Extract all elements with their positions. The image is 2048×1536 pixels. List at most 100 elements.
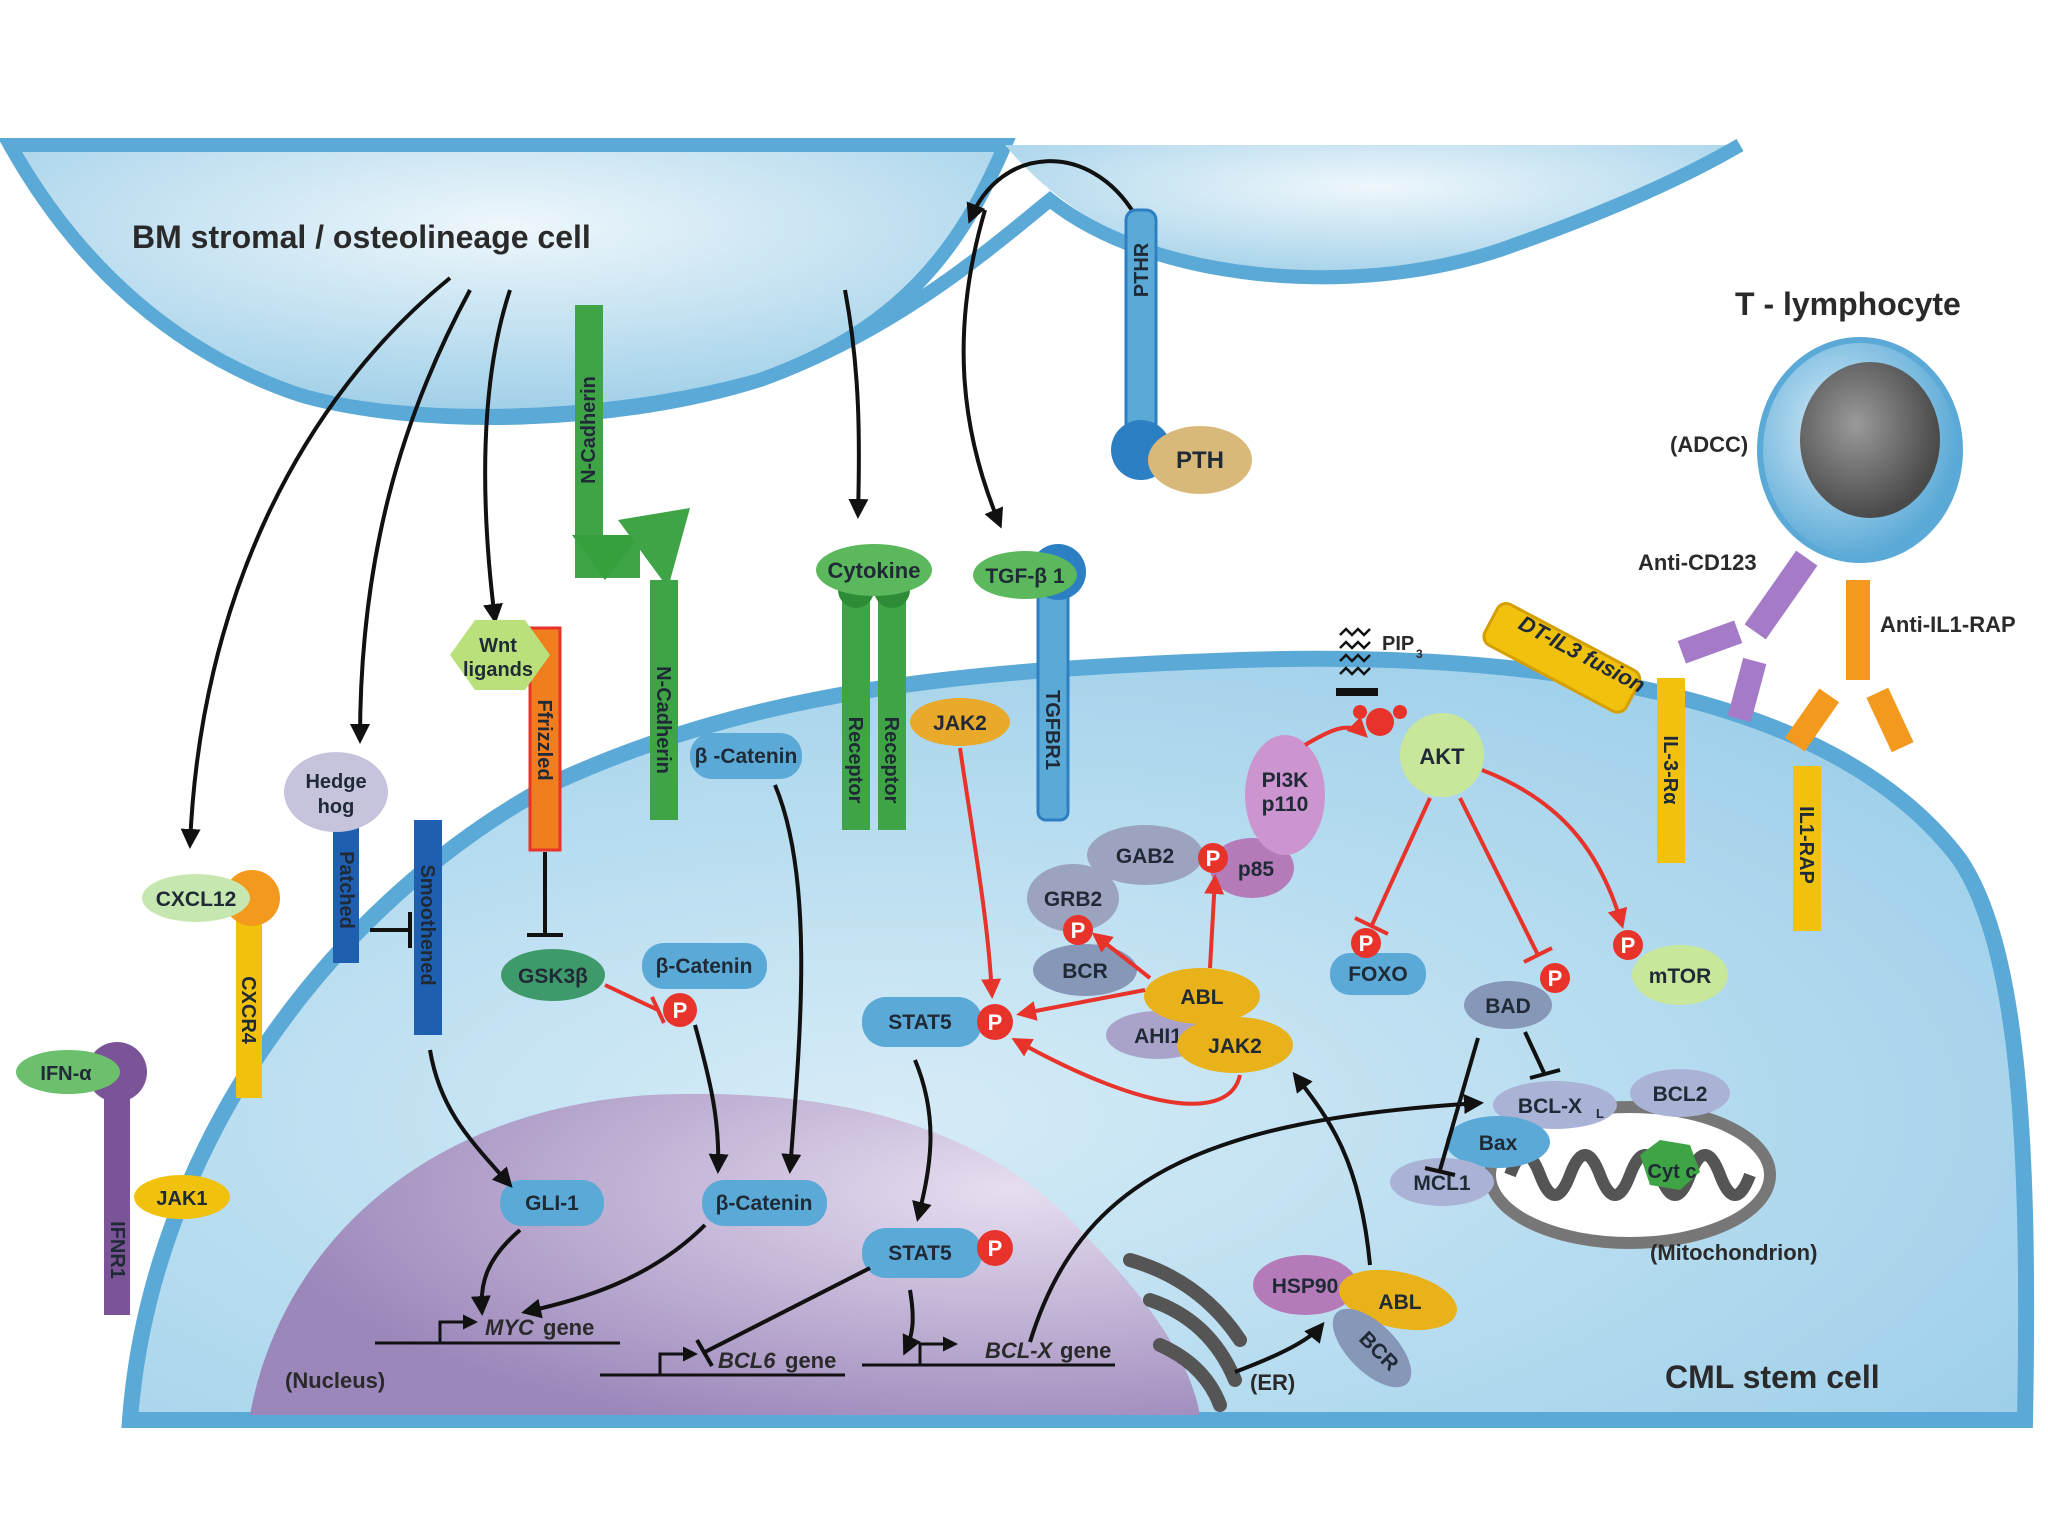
bclxl-label: BCL-X [1518,1095,1582,1118]
svg-text:gene: gene [785,1348,836,1373]
gli1-label: GLI-1 [525,1192,579,1215]
anti-il1rap-label: Anti-IL1-RAP [1880,612,2016,637]
il3ra-label: IL-3-Rα [1659,736,1681,806]
ncadherin-cml [650,580,678,820]
abl-label: ABL [1180,986,1223,1009]
arrow-bcatmem-nuclear [773,784,804,1174]
stat5-cyto [862,997,982,1047]
mcl1-label: MCL1 [1413,1172,1470,1195]
bcl6-gene: BCL6 gene [600,1346,845,1377]
svg-text:gene: gene [1060,1338,1111,1363]
arrow-akt-mtor [1481,768,1628,929]
cxcr4-receptor [236,918,262,1098]
ifna-ligand [16,1050,120,1094]
gli1-protein [500,1180,604,1226]
bcl2-label: BCL2 [1653,1083,1708,1106]
hsp90-protein [1253,1255,1357,1315]
arrow-gli-myc [470,1228,522,1316]
bcatenin-cyto [642,943,767,989]
pi3k-protein [1245,735,1325,855]
receptor-label-2: Receptor [880,717,902,804]
bcr-er-protein [1332,1308,1412,1388]
inhibit-gsk-bcat [604,983,666,1024]
ncadherin-stroma [575,305,603,535]
bax-label: Bax [1479,1132,1518,1155]
jak2-membrane [910,698,1010,746]
stromal-membrane [3,138,1744,425]
bcatenin-nuclear [702,1180,827,1226]
inhibit-stat5-bcl6 [695,1266,871,1367]
myc-gene: MYC gene [375,1314,620,1345]
pi3k-label-2: p110 [1262,793,1309,816]
wnt-ligands [450,620,550,690]
pth-ligand [1148,426,1252,494]
svg-text:gene: gene [543,1315,594,1340]
arrow-stat5-nuclear [912,1059,933,1222]
arrow-abl-stat5 [1016,988,1146,1021]
arrow-stroma-cytokine [843,289,869,519]
bcr-label: BCR [1062,960,1108,983]
dt-il3-fusion [1482,602,1642,714]
patched-receptor [333,818,359,963]
hedgehog-label-2: hog [318,796,355,818]
smoothened-label: Smoothened [416,864,438,985]
bcatenin-membrane-label: β -Catenin [695,745,798,768]
ifnr1-label: IFNR1 [106,1221,128,1279]
t-lymphocyte-label: T - lymphocyte [1735,286,1961,322]
pi3k-label-1: PI3K [1262,769,1309,792]
arrow-pi3k-pip3 [1303,716,1368,747]
svg-text:P: P [988,1236,1003,1261]
ahi1-label: AHI1 [1134,1025,1182,1048]
anti-il1rap-arm1 [1784,688,1840,752]
t-lymphocyte-nucleus [1800,362,1940,518]
arrow-stat5-bclx [902,1289,921,1356]
svg-text:BCL-X: BCL-X [985,1338,1054,1363]
jak2-complex [1177,1017,1293,1073]
phospho-p85: P [1198,843,1228,873]
p85-label: p85 [1238,858,1275,881]
er-label: (ER) [1250,1370,1295,1395]
il1rap-receptor [1793,766,1821,931]
phospho-foxo: P [1351,928,1381,958]
hsp90-label: HSP90 [1272,1275,1339,1298]
bax-protein [1446,1116,1550,1168]
jak1-protein [134,1175,230,1219]
phospho-grb2: P [1063,915,1093,945]
arrow-stroma-hedgehog [350,289,472,744]
bcatenin-cyto-label: β-Catenin [656,955,753,978]
pip3-tails [1339,627,1371,676]
svg-text:BCL6: BCL6 [718,1348,776,1373]
ncadherin-stroma-tri [572,535,640,580]
cytokine-receptor-1 [842,580,870,830]
grb2-label: GRB2 [1044,888,1102,911]
stromal-cell-label: BM stromal / osteolineage cell [132,219,591,255]
phospho-bad: P [1540,963,1570,993]
arrow-jak2-stat5 [958,747,1002,999]
cytc-label: Cyt c [1648,1161,1697,1183]
bclxl-protein [1493,1081,1617,1129]
cytokine-label: Cytokine [828,558,921,583]
gab2-protein [1087,825,1203,885]
mtor-label: mTOR [1649,965,1712,988]
cxcl12-ligand [142,874,250,922]
phospho-mtor: P [1613,930,1643,960]
bcr-protein [1033,944,1137,996]
mitochondrion-label: (Mitochondrion) [1650,1240,1817,1265]
arrow-stroma-wnt [483,289,512,624]
stat5-nuclear [862,1228,982,1278]
anti-il1rap-stem [1846,580,1870,680]
mcl1-protein [1390,1158,1494,1206]
cxcl12-label: CXCL12 [156,888,237,911]
ncadherin-cml-label: N-Cadherin [652,666,674,774]
svg-text:P: P [1621,933,1636,958]
cml-cell-label: CML stem cell [1665,1359,1880,1395]
stat5-cyto-label: STAT5 [888,1011,952,1034]
jak2-membrane-label: JAK2 [933,712,987,735]
gsk3b-label: GSK3β [518,965,588,988]
bcatenin-nuclear-label: β-Catenin [716,1192,813,1215]
arrow-bcat-myc [521,1223,707,1319]
bad-label: BAD [1485,995,1531,1018]
arrow-abl-grb2 [1091,932,1152,980]
phospho-stat5-cyto: P [977,1004,1013,1040]
ifna-label: IFN-α [40,1063,92,1085]
